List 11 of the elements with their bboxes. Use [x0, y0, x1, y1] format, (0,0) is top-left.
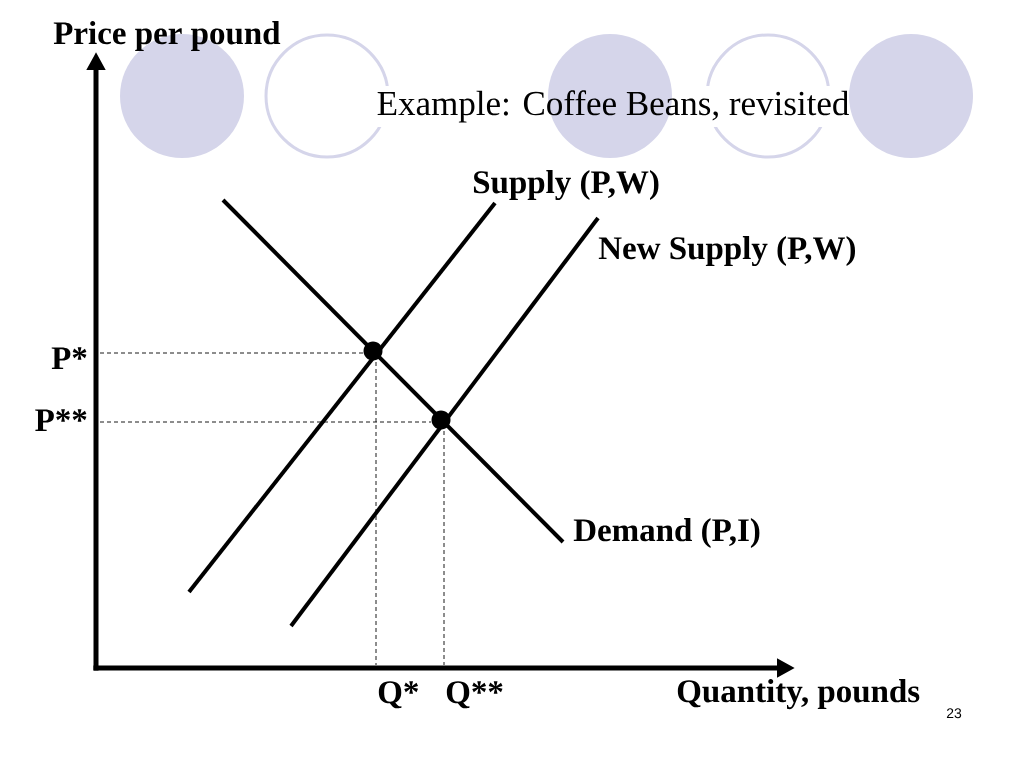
axis-label: Price per pound [53, 21, 281, 52]
price-label: P** [35, 409, 87, 431]
quantity-label: Q* [378, 681, 418, 709]
curve-label: New Supply (P,W) [598, 236, 855, 267]
axis-label: Quantity, pounds [677, 679, 920, 710]
curve-label: Demand (P,I) [573, 518, 760, 549]
price-label: P* [51, 347, 87, 369]
slide-title: Example: Coffee Beans, revisited [377, 90, 849, 123]
quantity-label: Q** [446, 681, 503, 709]
curve-label: Supply (P,W) [473, 170, 659, 201]
page-number: 23 [946, 708, 962, 719]
